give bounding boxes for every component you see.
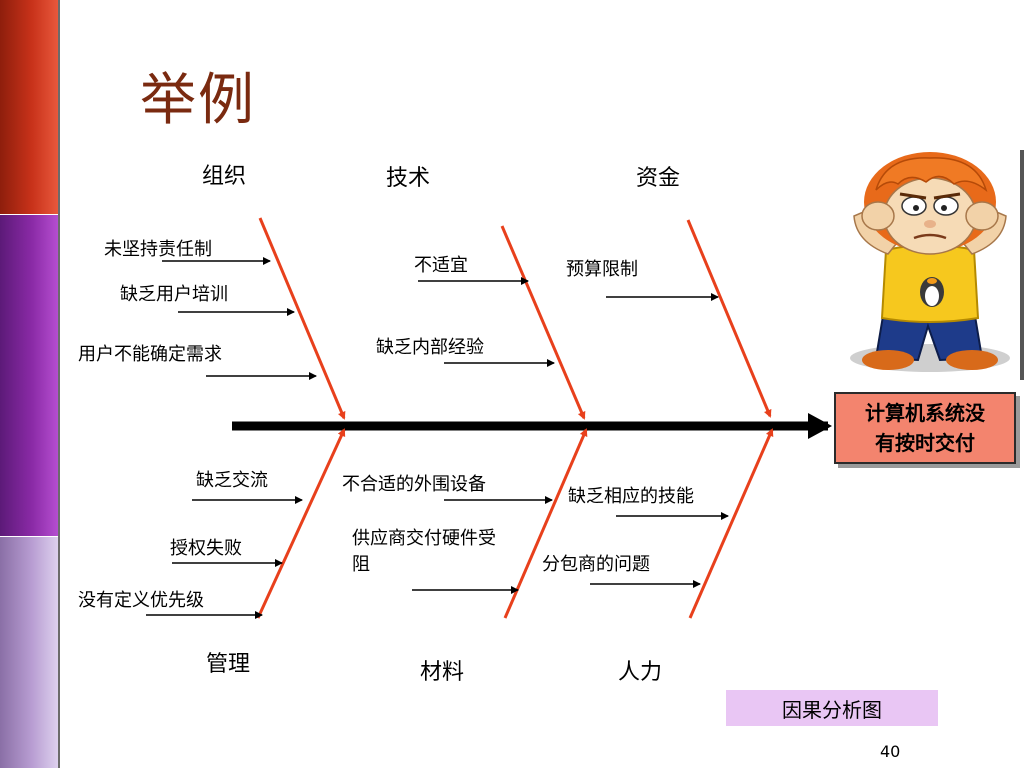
page-number: 40 xyxy=(880,742,901,761)
sidebar-red-band xyxy=(0,0,58,214)
cause-label: 供应商交付硬件受阻 xyxy=(352,528,496,575)
cause-label: 缺乏相应的技能 xyxy=(568,486,694,507)
sidebar-lavender-band xyxy=(0,536,58,768)
cause-label: 预算限制 xyxy=(566,259,638,280)
cause-label: 不合适的外围设备 xyxy=(342,474,486,495)
effect-box: 计算机系统没 有按时交付 xyxy=(834,392,1016,464)
bone-funding xyxy=(686,219,772,418)
slide-title: 举例 xyxy=(140,68,256,133)
category-organization: 组织 xyxy=(202,164,247,189)
cause-label: 用户不能确定需求 xyxy=(78,344,222,365)
cause-label: 缺乏交流 xyxy=(196,470,268,491)
bone-technology xyxy=(500,225,586,420)
category-management: 管理 xyxy=(206,652,251,677)
sidebar-decoration xyxy=(0,0,60,768)
effect-line: 有按时交付 xyxy=(875,431,975,455)
cause-label: 分包商的问题 xyxy=(542,554,650,575)
sidebar-purple-band xyxy=(0,214,58,536)
effect-line: 计算机系统没 xyxy=(865,401,985,425)
category-technology: 技术 xyxy=(386,166,431,191)
bone-manpower xyxy=(688,428,774,619)
cause-label: 授权失败 xyxy=(170,538,242,559)
sidebar-divider xyxy=(0,214,60,215)
cause-label: 没有定义优先级 xyxy=(78,590,204,611)
diagram-caption: 因果分析图 xyxy=(726,690,938,726)
bone-organization xyxy=(258,217,346,420)
cause-label: 未坚持责任制 xyxy=(104,239,212,260)
category-manpower: 人力 xyxy=(618,660,663,685)
category-funding: 资金 xyxy=(636,166,681,191)
mascot-icon xyxy=(850,152,1010,372)
category-materials: 材料 xyxy=(420,660,465,685)
sidebar-border xyxy=(58,0,60,768)
cause-label: 缺乏内部经验 xyxy=(376,337,484,358)
cause-label: 缺乏用户培训 xyxy=(120,284,228,305)
cause-label: 不适宜 xyxy=(414,255,468,276)
right-edge-border xyxy=(1020,150,1024,380)
bone-management xyxy=(256,428,346,619)
sidebar-divider xyxy=(0,536,60,537)
